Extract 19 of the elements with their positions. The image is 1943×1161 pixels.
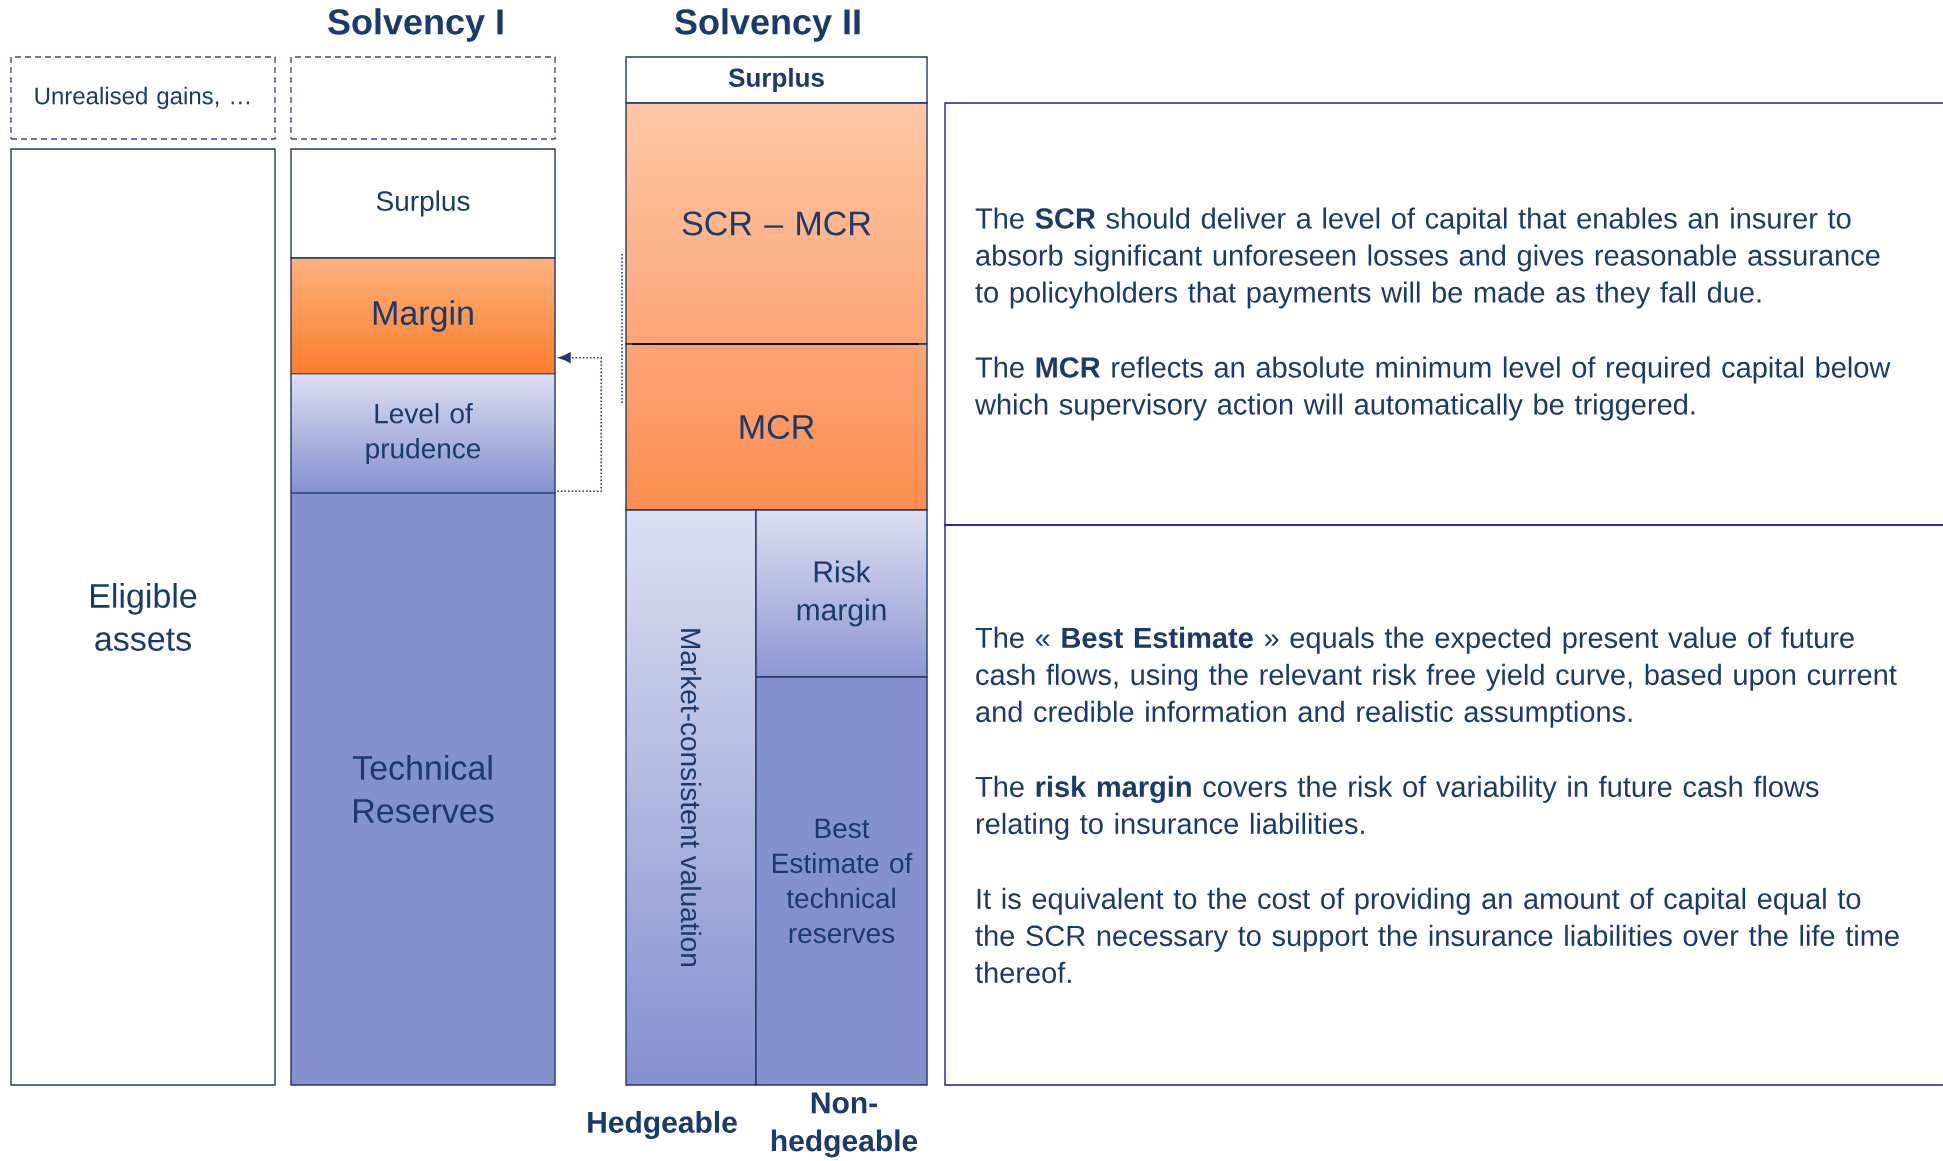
arrow (556, 352, 602, 492)
best-estimate-box: Best Estimate of technical reserves (755, 676, 928, 1086)
risk-margin-box: Risk margin (755, 509, 928, 678)
column-label: Non-hedgeable (771, 1092, 918, 1158)
dashed-box (290, 56, 556, 140)
scr-box: SCR – MCR (625, 102, 928, 345)
dashed-box: Unrealised gains, … (10, 56, 276, 140)
reserves-box: Technical Reserves (290, 492, 556, 1086)
heading: Solvency I (328, 8, 503, 42)
text-panel: The « Best Estimate » equals the expected present value of future cash flows, using the relevant risk free yield curve, based upon current and credible information and realistic assumptions. The risk margin covers the risk of variability in future cash flows relating to insurance liabilities. It is equivalent to the cost of providing an amount of capital equal to the SCR necessary to support the insurance liabilities over the life time thereof. (944, 524, 1943, 1086)
surplus-box: Surplus (625, 56, 928, 104)
mcr-box: MCR (625, 343, 928, 511)
column-label: Hedgeable (588, 1110, 737, 1140)
asset-column: Eligible assets (10, 148, 276, 1086)
margin-box: Margin (290, 257, 556, 375)
text-panel: The SCR should deliver a level of capital that enables an insurer to absorb significant unforeseen losses and gives reasonable assurance to policyholders that payments will be made as they fall due. The MCR reflects an absolute minimum level of required capital below which supervisory action will automatically be triggered. (944, 102, 1943, 526)
surplus-box: Surplus (290, 148, 556, 259)
prudence-box: Level of prudence (290, 373, 556, 494)
heading: Solvency II (675, 8, 860, 42)
